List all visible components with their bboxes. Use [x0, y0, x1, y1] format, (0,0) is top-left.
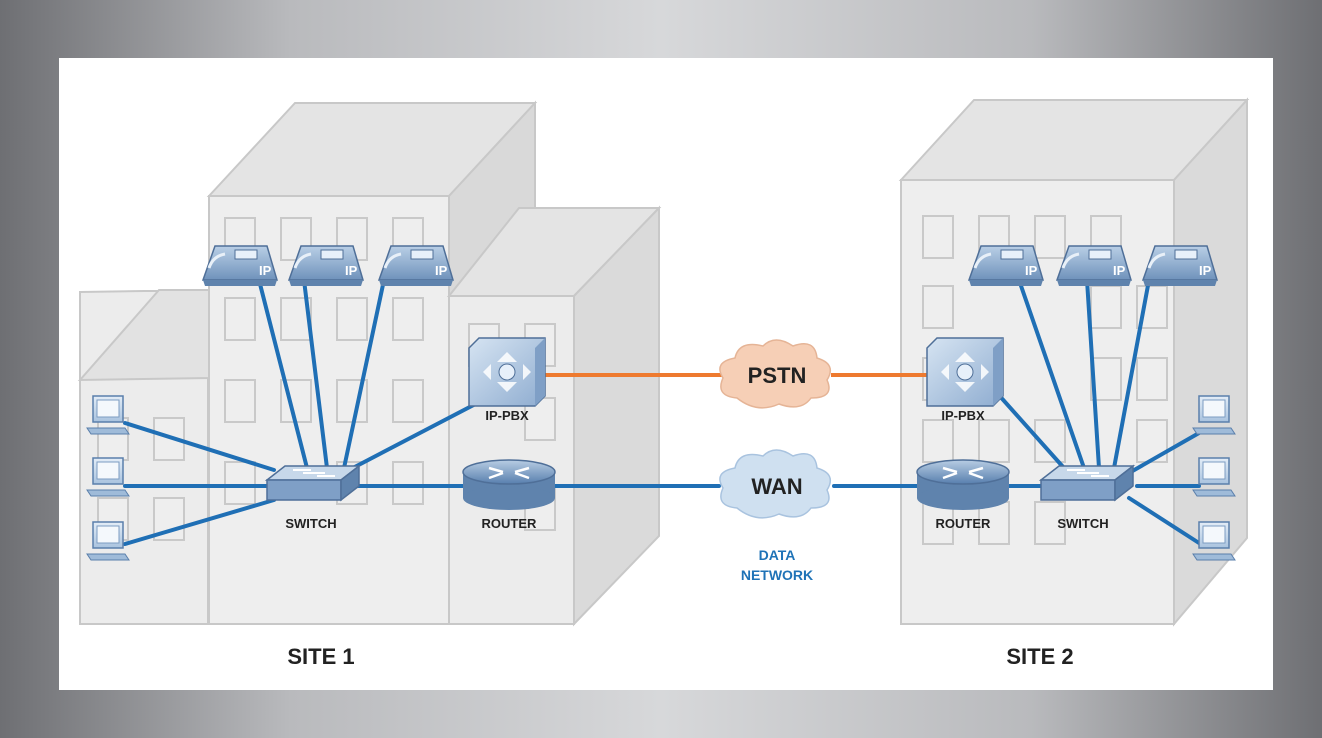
svg-text:IP: IP — [259, 263, 272, 278]
router-label: ROUTER — [936, 516, 992, 531]
computer-icon — [86, 521, 130, 561]
switch-icon — [264, 464, 362, 502]
computer-icon — [1192, 521, 1236, 561]
data-links — [123, 278, 1201, 546]
computer-icon — [86, 395, 130, 435]
ip-pbx-label: IP-PBX — [941, 408, 985, 423]
site2-building — [898, 97, 1250, 627]
svg-text:IP: IP — [435, 263, 448, 278]
svg-text:IP: IP — [1025, 263, 1038, 278]
router-label: ROUTER — [482, 516, 538, 531]
computer-icon — [86, 457, 130, 497]
svg-text:IP: IP — [345, 263, 358, 278]
svg-text:IP: IP — [1199, 263, 1212, 278]
ip-pbx-icon — [468, 337, 546, 407]
ip-phone-icon: IP — [201, 245, 279, 286]
ip-phone-icon: IP — [1141, 245, 1219, 286]
svg-text:IP: IP — [1113, 263, 1126, 278]
data-network-label-line2: NETWORK — [741, 567, 813, 583]
router-icon — [462, 459, 556, 510]
pstn-label: PSTN — [748, 363, 807, 388]
ip-phone-icon: IP — [967, 245, 1045, 286]
ip-pbx-icon — [926, 337, 1004, 407]
computer-icon — [1192, 395, 1236, 435]
ip-pbx-label: IP-PBX — [485, 408, 529, 423]
ip-phone-icon: IP — [1055, 245, 1133, 286]
site1-label: SITE 1 — [287, 644, 354, 669]
pstn-cloud-icon — [719, 339, 832, 409]
data-network-label-line1: DATA — [759, 547, 796, 563]
wan-cloud-icon — [719, 449, 832, 519]
computer-icon — [1192, 457, 1236, 497]
switch-label: SWITCH — [285, 516, 336, 531]
switch-icon — [1038, 464, 1136, 502]
switch-label: SWITCH — [1057, 516, 1108, 531]
ip-phone-icon: IP — [377, 245, 455, 286]
router-icon — [916, 459, 1010, 510]
wan-label: WAN — [751, 474, 802, 499]
network-diagram: IP IP IP — [77, 97, 1250, 669]
site2-label: SITE 2 — [1006, 644, 1073, 669]
site1-buildings — [77, 100, 662, 627]
diagram-canvas: IP IP IP — [59, 58, 1273, 690]
ip-phone-icon: IP — [287, 245, 365, 286]
